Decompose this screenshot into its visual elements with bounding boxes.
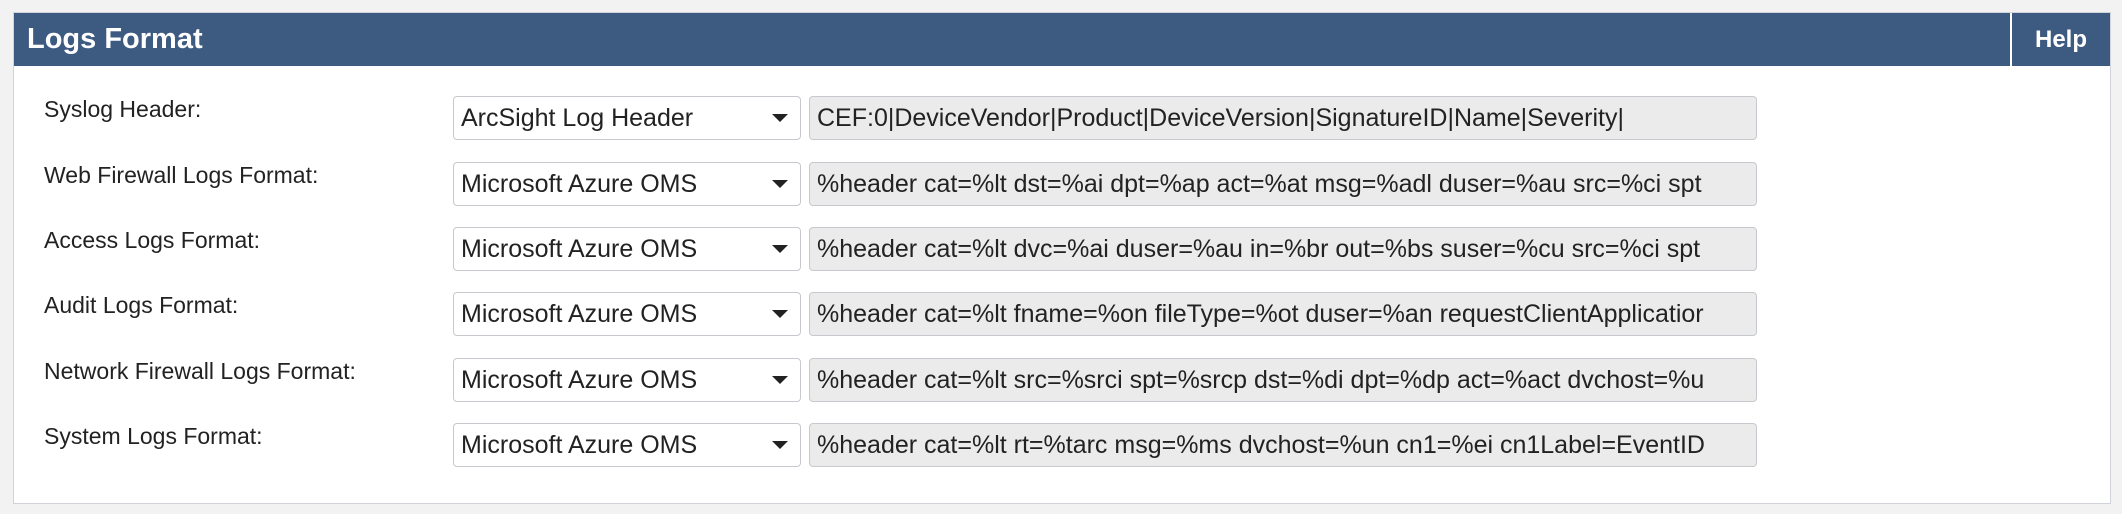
row-syslog-header: Syslog Header: ArcSight Log Header CEF:0… — [14, 96, 2110, 144]
system-logs-format-value: %header cat=%lt rt=%tarc msg=%ms dvchost… — [817, 431, 1705, 459]
chevron-down-icon — [772, 310, 788, 318]
chevron-down-icon — [772, 441, 788, 449]
access-logs-select[interactable]: Microsoft Azure OMS — [453, 227, 801, 271]
panel-title: Logs Format — [27, 23, 203, 55]
syslog-header-format-value: CEF:0|DeviceVendor|Product|DeviceVersion… — [817, 104, 1624, 132]
syslog-header-select-value: ArcSight Log Header — [461, 104, 694, 132]
help-button[interactable]: Help — [2010, 13, 2110, 66]
syslog-header-format-field[interactable]: CEF:0|DeviceVendor|Product|DeviceVersion… — [809, 96, 1757, 140]
system-logs-label: System Logs Format: — [44, 423, 263, 449]
web-firewall-logs-select-value: Microsoft Azure OMS — [461, 170, 698, 198]
row-audit-logs: Audit Logs Format: Microsoft Azure OMS %… — [14, 292, 2110, 340]
network-firewall-logs-select[interactable]: Microsoft Azure OMS — [453, 358, 801, 402]
web-firewall-logs-format-field[interactable]: %header cat=%lt dst=%ai dpt=%ap act=%at … — [809, 162, 1757, 206]
syslog-header-select[interactable]: ArcSight Log Header — [453, 96, 801, 140]
chevron-down-icon — [772, 180, 788, 188]
web-firewall-logs-select[interactable]: Microsoft Azure OMS — [453, 162, 801, 206]
audit-logs-select-value: Microsoft Azure OMS — [461, 300, 698, 328]
system-logs-select[interactable]: Microsoft Azure OMS — [453, 423, 801, 467]
audit-logs-select[interactable]: Microsoft Azure OMS — [453, 292, 801, 336]
chevron-down-icon — [772, 376, 788, 384]
syslog-header-label: Syslog Header: — [44, 96, 202, 122]
audit-logs-format-field[interactable]: %header cat=%lt fname=%on fileType=%ot d… — [809, 292, 1757, 336]
audit-logs-format-value: %header cat=%lt fname=%on fileType=%ot d… — [817, 300, 1704, 328]
system-logs-format-field[interactable]: %header cat=%lt rt=%tarc msg=%ms dvchost… — [809, 423, 1757, 467]
web-firewall-logs-label: Web Firewall Logs Format: — [44, 162, 319, 188]
access-logs-format-field[interactable]: %header cat=%lt dvc=%ai duser=%au in=%br… — [809, 227, 1757, 271]
network-firewall-logs-format-field[interactable]: %header cat=%lt src=%srci spt=%srcp dst=… — [809, 358, 1757, 402]
access-logs-select-value: Microsoft Azure OMS — [461, 235, 698, 263]
network-firewall-logs-label: Network Firewall Logs Format: — [44, 358, 356, 384]
web-firewall-logs-format-value: %header cat=%lt dst=%ai dpt=%ap act=%at … — [817, 170, 1702, 198]
row-access-logs: Access Logs Format: Microsoft Azure OMS … — [14, 227, 2110, 275]
logs-format-panel: Logs Format Help Syslog Header: ArcSight… — [13, 12, 2111, 504]
network-firewall-logs-select-value: Microsoft Azure OMS — [461, 366, 698, 394]
network-firewall-logs-format-value: %header cat=%lt src=%srci spt=%srcp dst=… — [817, 366, 1705, 394]
row-system-logs: System Logs Format: Microsoft Azure OMS … — [14, 423, 2110, 471]
access-logs-format-value: %header cat=%lt dvc=%ai duser=%au in=%br… — [817, 235, 1701, 263]
panel-header: Logs Format Help — [14, 13, 2110, 66]
chevron-down-icon — [772, 114, 788, 122]
audit-logs-label: Audit Logs Format: — [44, 292, 239, 318]
access-logs-label: Access Logs Format: — [44, 227, 261, 253]
row-web-firewall-logs: Web Firewall Logs Format: Microsoft Azur… — [14, 162, 2110, 210]
system-logs-select-value: Microsoft Azure OMS — [461, 431, 698, 459]
chevron-down-icon — [772, 245, 788, 253]
row-network-firewall-logs: Network Firewall Logs Format: Microsoft … — [14, 358, 2110, 406]
